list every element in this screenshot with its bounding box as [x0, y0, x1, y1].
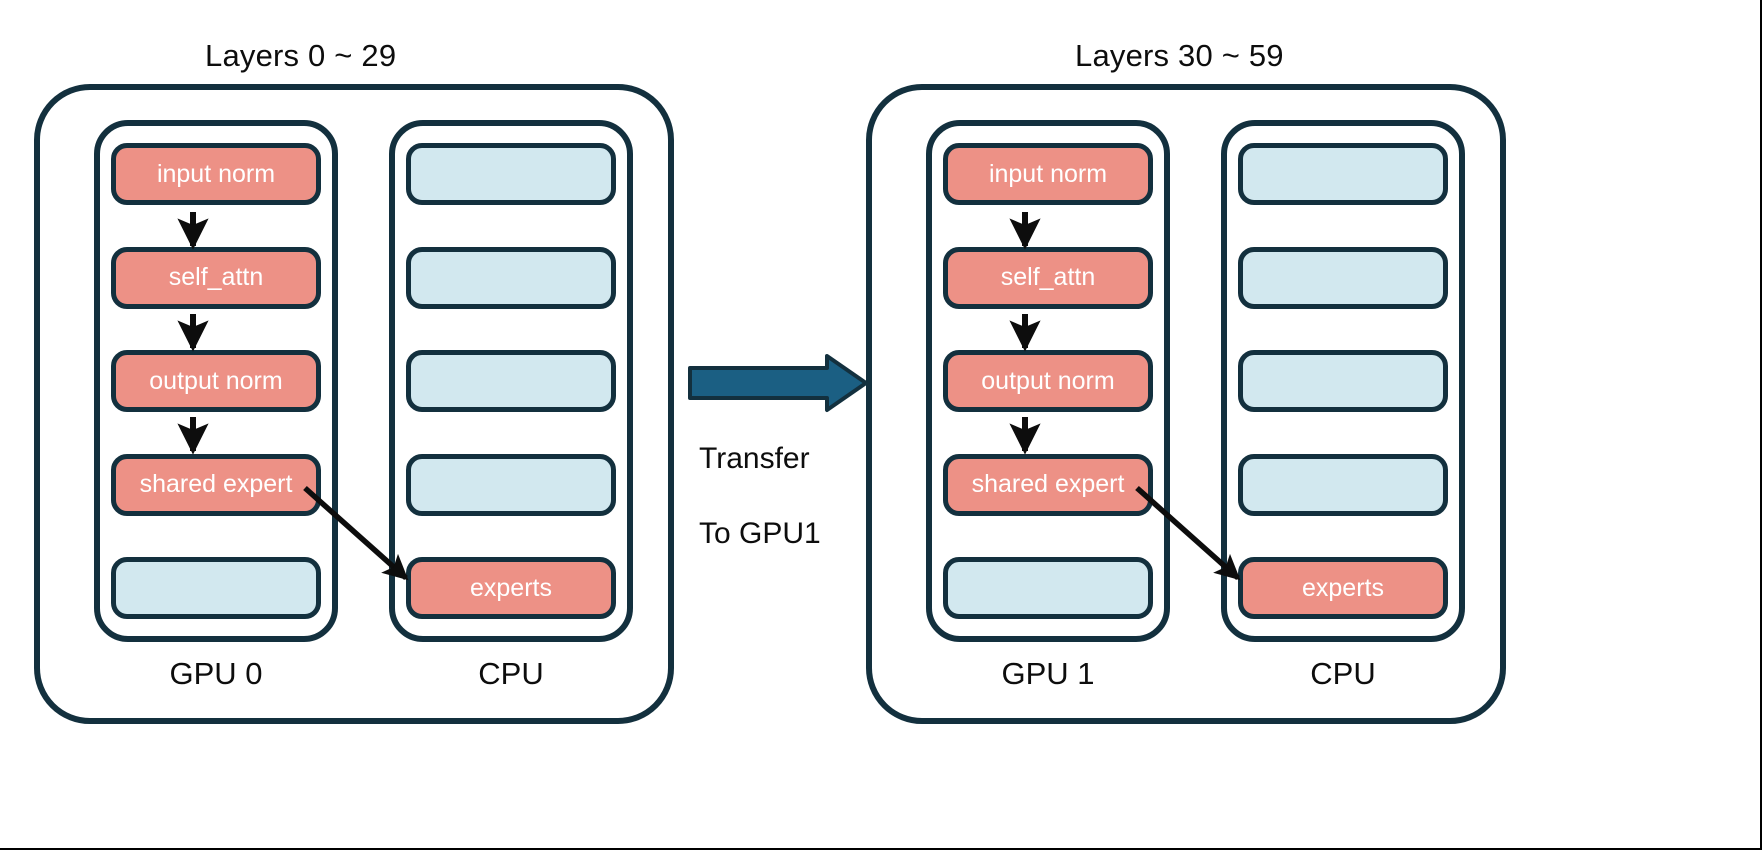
block-experts-cpu-right[interactable]: experts — [1238, 557, 1448, 619]
block-shared-expert-gpu0[interactable]: shared expert — [111, 453, 321, 516]
block-shared-expert-gpu1[interactable]: shared expert — [943, 453, 1153, 516]
block-cpu-slot-1-right[interactable] — [1238, 143, 1448, 205]
block-placeholder-gpu1[interactable] — [943, 557, 1153, 619]
block-cpu-slot-3-right[interactable] — [1238, 350, 1448, 412]
block-cpu-slot-3-left[interactable] — [406, 350, 616, 412]
gpu-column-right: input norm self_attn output norm shared … — [926, 120, 1170, 642]
block-input-norm-gpu1[interactable]: input norm — [943, 143, 1153, 205]
caption-gpu1: GPU 1 — [1001, 656, 1095, 691]
gpu-column-left: input norm self_attn output norm shared … — [94, 120, 338, 642]
block-cpu-slot-4-right[interactable] — [1238, 453, 1448, 516]
block-experts-cpu-left[interactable]: experts — [406, 557, 616, 619]
transfer-label-line2: To GPU1 — [699, 516, 821, 550]
group-title-right: Layers 30 ~ 59 — [1075, 38, 1284, 73]
block-cpu-slot-2-left[interactable] — [406, 246, 616, 309]
cpu-column-right: experts — [1221, 120, 1465, 642]
block-output-norm-gpu1[interactable]: output norm — [943, 350, 1153, 412]
cpu-column-left: experts — [389, 120, 633, 642]
transfer-label-line1: Transfer — [699, 441, 810, 475]
group-title-left: Layers 0 ~ 29 — [205, 38, 397, 73]
transfer-label: Transfer To GPU1 — [699, 402, 821, 590]
block-cpu-slot-1-left[interactable] — [406, 143, 616, 205]
caption-gpu0: GPU 0 — [169, 656, 263, 691]
device-group-left: input norm self_attn output norm shared … — [34, 84, 674, 724]
caption-cpu-left: CPU — [478, 656, 544, 691]
block-cpu-slot-2-right[interactable] — [1238, 246, 1448, 309]
block-input-norm-gpu0[interactable]: input norm — [111, 143, 321, 205]
block-self-attn-gpu0[interactable]: self_attn — [111, 246, 321, 309]
block-output-norm-gpu0[interactable]: output norm — [111, 350, 321, 412]
block-cpu-slot-4-left[interactable] — [406, 453, 616, 516]
caption-cpu-right: CPU — [1310, 656, 1376, 691]
block-placeholder-gpu0[interactable] — [111, 557, 321, 619]
device-group-right: input norm self_attn output norm shared … — [866, 84, 1506, 724]
block-self-attn-gpu1[interactable]: self_attn — [943, 246, 1153, 309]
